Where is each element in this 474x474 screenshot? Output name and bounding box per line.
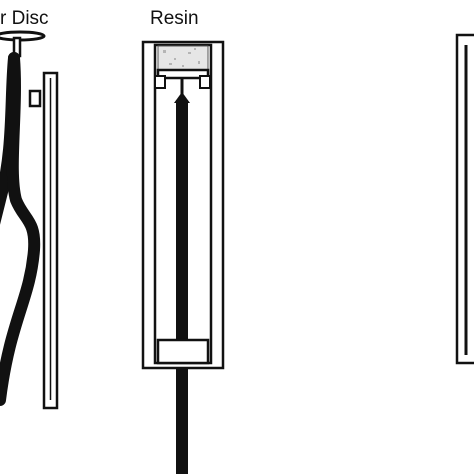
flexible-cable xyxy=(0,52,41,406)
resin-label: Resin xyxy=(150,8,199,29)
disc-label: r Disc xyxy=(0,8,49,29)
resin-texture xyxy=(163,48,200,67)
chamber-base-plate xyxy=(156,338,210,365)
piston-tab-right xyxy=(199,75,211,89)
resin-chamber-assembly xyxy=(141,40,225,474)
drive-shaft xyxy=(176,368,188,474)
piston-tab-left xyxy=(154,75,166,89)
clip-bracket xyxy=(28,89,42,108)
piston-rod xyxy=(176,100,188,345)
right-column-assembly xyxy=(455,33,474,365)
disc xyxy=(0,30,46,58)
flexible-shaft-assembly xyxy=(0,30,59,410)
